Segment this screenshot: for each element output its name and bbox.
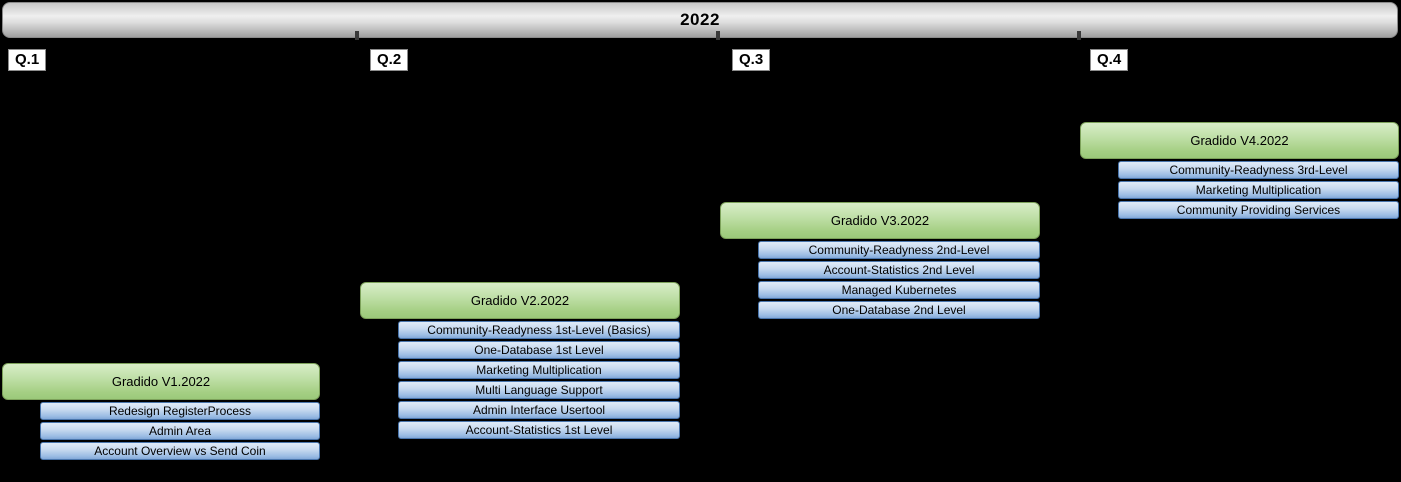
quarter-boundary-tick-q4 (1077, 31, 1081, 40)
milestone-item: Community Providing Services (1118, 201, 1399, 219)
milestone-item-text: One-Database 1st Level (474, 343, 604, 357)
quarter-boundary-tick-q3 (716, 31, 720, 40)
milestone-item: Admin Interface Usertool (398, 401, 680, 419)
milestone-item: Marketing Multiplication (398, 361, 680, 379)
quarter-boundary-tick-q2 (355, 31, 359, 40)
milestone-item-text: Admin Area (148, 424, 212, 438)
milestone-item-text: Account-Statistics 1st Level (465, 423, 613, 437)
year-title: 2022 (680, 10, 720, 29)
milestone-item: Community-Readyness 3rd-Level (1118, 161, 1399, 179)
milestone-title-text: Gradido V2.2022 (470, 293, 570, 308)
milestone-item-text: One-Database 2nd Level (832, 303, 966, 317)
milestone-item: Account-Statistics 2nd Level (758, 261, 1040, 279)
milestone-item: Community-Readyness 2nd-Level (758, 241, 1040, 259)
milestone-item: One-Database 2nd Level (758, 301, 1040, 319)
milestone-item-text: Redesign RegisterProcess (108, 404, 252, 418)
quarter-label-q2: Q.2 (370, 49, 409, 71)
milestone-item-text: Community-Readyness 3rd-Level (1169, 163, 1348, 177)
year-header-bar: 2022 (2, 2, 1398, 38)
milestone-item-text: Community-Readyness 2nd-Level (808, 243, 990, 257)
milestone-item-text: Multi Language Support (475, 383, 603, 397)
quarter-label-q4: Q.4 (1090, 49, 1129, 71)
milestone-title-text: Gradido V4.2022 (1190, 133, 1289, 148)
milestone-item: Redesign RegisterProcess (40, 402, 320, 420)
quarter-label-q1: Q.1 (8, 49, 47, 71)
milestone-title-box-q4: Gradido V4.2022 (1080, 122, 1399, 159)
milestone-item: One-Database 1st Level (398, 341, 680, 359)
milestone-item: Managed Kubernetes (758, 281, 1040, 299)
milestone-title-box-q2: Gradido V2.2022 (360, 282, 680, 319)
milestone-item: Account Overview vs Send Coin (40, 442, 320, 460)
milestone-item-text: Marketing Multiplication (476, 363, 602, 377)
milestone-item: Account-Statistics 1st Level (398, 421, 680, 439)
milestone-item: Marketing Multiplication (1118, 181, 1399, 199)
milestone-item-text: Managed Kubernetes (841, 283, 957, 297)
quarter-label-q3: Q.3 (732, 49, 771, 71)
milestone-title-text: Gradido V1.2022 (111, 374, 211, 389)
milestone-item-text: Account-Statistics 2nd Level (823, 263, 975, 277)
milestone-item: Community-Readyness 1st-Level (Basics) (398, 321, 680, 339)
milestone-title-box-q3: Gradido V3.2022 (720, 202, 1040, 239)
milestone-item-text: Account Overview vs Send Coin (94, 444, 266, 458)
milestone-item-text: Admin Interface Usertool (472, 403, 606, 417)
milestone-title-box-q1: Gradido V1.2022 (2, 363, 320, 400)
milestone-item-text: Community-Readyness 1st-Level (Basics) (427, 323, 651, 337)
milestone-item-text: Community Providing Services (1176, 203, 1341, 217)
milestone-title-text: Gradido V3.2022 (830, 213, 930, 228)
milestone-item: Admin Area (40, 422, 320, 440)
milestone-item: Multi Language Support (398, 381, 680, 399)
milestone-item-text: Marketing Multiplication (1195, 183, 1322, 197)
